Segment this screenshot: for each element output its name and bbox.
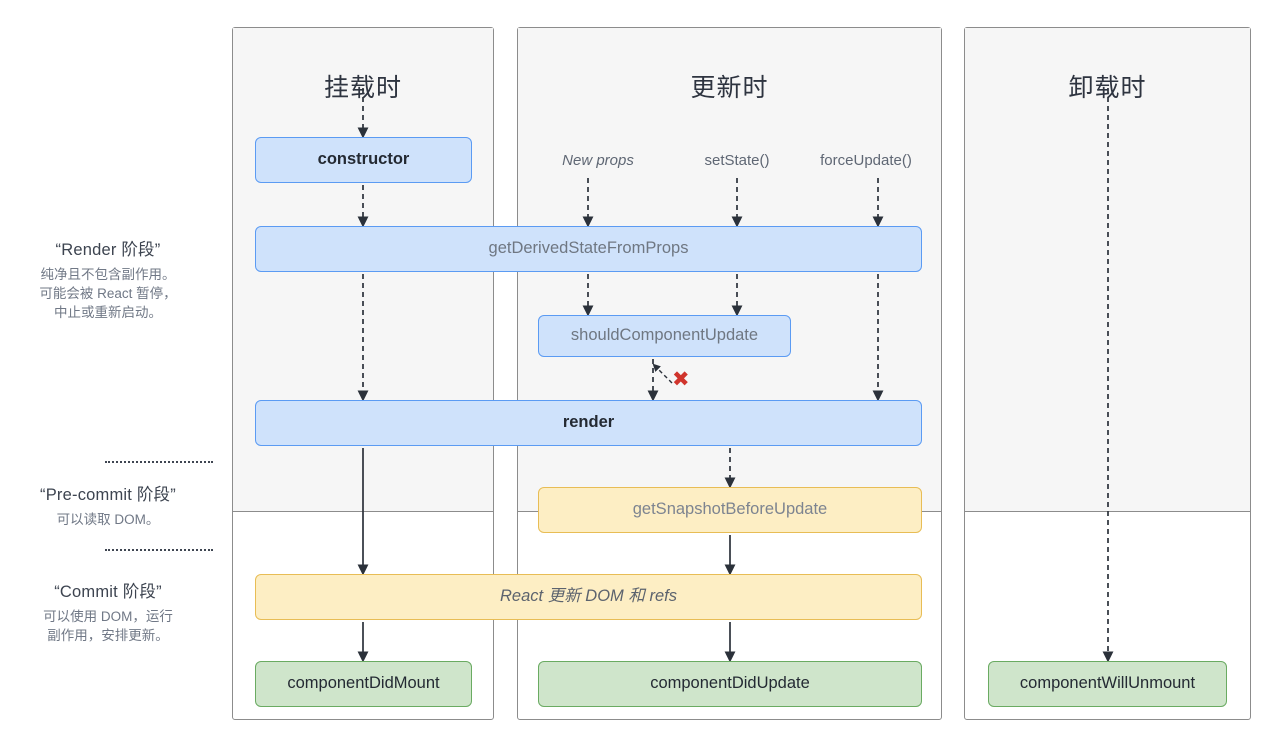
legend-render-phase-line-1: 纯净且不包含副作用。	[40, 267, 176, 282]
legend-render-phase-line-3: 中止或重新启动。	[54, 305, 162, 320]
legend-divider-bottom	[105, 549, 213, 551]
column-updating-title: 更新时	[690, 74, 769, 102]
legend-render-phase-title: “Render 阶段”	[55, 241, 161, 259]
node-component-did-mount[interactable]: componentDidMount	[255, 661, 472, 707]
legend-commit-phase-line-1: 可以使用 DOM，运行	[43, 609, 173, 624]
legend-commit-phase: “Commit 阶段” 可以使用 DOM，运行 副作用，安排更新。	[0, 578, 216, 645]
node-component-will-unmount[interactable]: componentWillUnmount	[988, 661, 1227, 707]
node-react-updates-dom-and-refs[interactable]: React 更新 DOM 和 refs	[255, 574, 922, 620]
legend-commit-phase-title: “Commit 阶段”	[54, 583, 162, 601]
legend-render-phase-desc: 纯净且不包含副作用。 可能会被 React 暂停， 中止或重新启动。	[0, 265, 216, 322]
column-unmounting-title: 卸载时	[1068, 74, 1147, 102]
trigger-new-props: New props	[562, 152, 634, 169]
legend-divider-top	[105, 461, 213, 463]
node-constructor[interactable]: constructor	[255, 137, 472, 183]
column-unmounting: 卸载时	[964, 27, 1251, 720]
skip-update-x-icon: ✖	[672, 368, 690, 391]
legend-pre-commit-phase-title: “Pre-commit 阶段”	[40, 486, 176, 504]
legend-pre-commit-phase-desc: 可以读取 DOM。	[0, 510, 216, 529]
node-should-component-update[interactable]: shouldComponentUpdate	[538, 315, 791, 357]
legend-render-phase: “Render 阶段” 纯净且不包含副作用。 可能会被 React 暂停， 中止…	[0, 236, 216, 322]
node-get-derived-state-from-props[interactable]: getDerivedStateFromProps	[255, 226, 922, 272]
node-component-did-update[interactable]: componentDidUpdate	[538, 661, 922, 707]
trigger-set-state: setState()	[704, 152, 770, 169]
column-mounting-title: 挂载时	[323, 74, 402, 102]
trigger-force-update: forceUpdate()	[820, 152, 912, 169]
legend-pre-commit-phase: “Pre-commit 阶段” 可以读取 DOM。	[0, 481, 216, 529]
node-render[interactable]: render	[255, 400, 922, 446]
legend-pre-commit-phase-line-1: 可以读取 DOM。	[56, 512, 160, 527]
legend-commit-phase-line-2: 副作用，安排更新。	[47, 628, 169, 643]
node-get-snapshot-before-update[interactable]: getSnapshotBeforeUpdate	[538, 487, 922, 533]
legend-commit-phase-desc: 可以使用 DOM，运行 副作用，安排更新。	[0, 607, 216, 645]
legend-render-phase-line-2: 可能会被 React 暂停，	[39, 286, 177, 301]
